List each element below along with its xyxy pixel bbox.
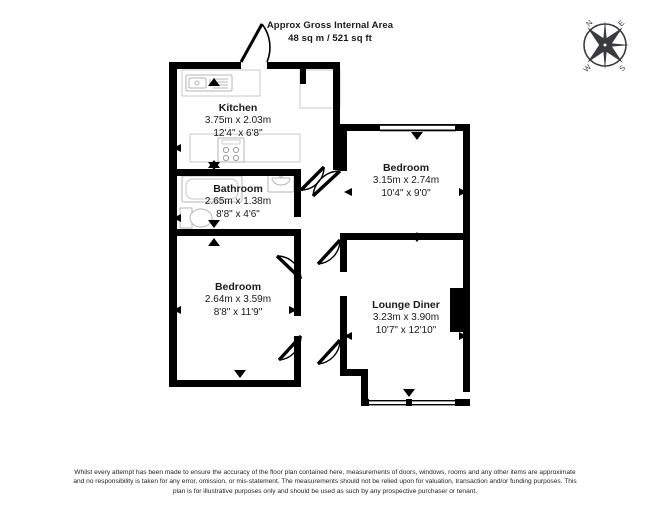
- bath-fixture: [181, 175, 243, 203]
- walls: [169, 62, 470, 406]
- room-label-kitchen: Kitchen 3.75m x 2.03m 12'4" x 6'8": [178, 102, 298, 140]
- compass-rose-icon: N E S W: [571, 11, 639, 79]
- room-imperial: 8'8" x 11'9": [213, 306, 263, 318]
- room-imperial: 10'4" x 9'0": [381, 187, 431, 199]
- area-summary: Approx Gross Internal Area 48 sq m / 521…: [245, 20, 415, 45]
- room-label-bedroom-2: Bedroom 2.64m x 3.59m 8'8" x 11'9": [178, 281, 298, 319]
- room-metric: 3.75m x 2.03m: [204, 115, 272, 126]
- disclaimer-text: Whilst every attempt has been made to en…: [73, 469, 577, 495]
- room-metric: 3.23m x 3.90m: [372, 312, 440, 323]
- kitchen-counter-bottom: [189, 133, 301, 163]
- room-imperial: 10'7" x 12'10": [375, 324, 437, 336]
- compass-east-label: E: [616, 18, 626, 28]
- area-summary-value: 48 sq m / 521 sq ft: [288, 32, 372, 44]
- compass-north-label: N: [584, 18, 594, 28]
- room-imperial: 12'4" x 6'8": [213, 127, 263, 139]
- bathroom-fixtures: [179, 171, 295, 229]
- room-metric: 3.15m x 2.74m: [372, 175, 440, 186]
- door-swings: [239, 23, 342, 366]
- kitchen-fixtures: [181, 69, 341, 163]
- toilet-fixture: [179, 207, 213, 229]
- hob-fixture: [217, 137, 245, 163]
- compass-south-label: S: [617, 63, 627, 73]
- room-label-bedroom-1: Bedroom 3.15m x 2.74m 10'4" x 9'0": [345, 162, 467, 200]
- room-name: Kitchen: [218, 102, 258, 114]
- room-name: Lounge Diner: [372, 299, 440, 311]
- dimension-markers: [173, 78, 467, 397]
- room-name: Bathroom: [213, 183, 263, 195]
- room-metric: 2.64m x 3.59m: [204, 294, 272, 305]
- sink-fixture: [185, 74, 233, 92]
- room-name: Bedroom: [382, 162, 430, 174]
- room-label-bathroom: Bathroom 2.65m x 1.38m 8'8" x 4'6": [178, 183, 298, 221]
- area-summary-title: Approx Gross Internal Area: [266, 20, 394, 31]
- room-metric: 2.65m x 1.38m: [204, 196, 272, 207]
- room-name: Bedroom: [214, 281, 262, 293]
- room-imperial: 8'8" x 4'6": [216, 208, 260, 220]
- room-label-lounge-diner: Lounge Diner 3.23m x 3.90m 10'7" x 12'10…: [345, 299, 467, 337]
